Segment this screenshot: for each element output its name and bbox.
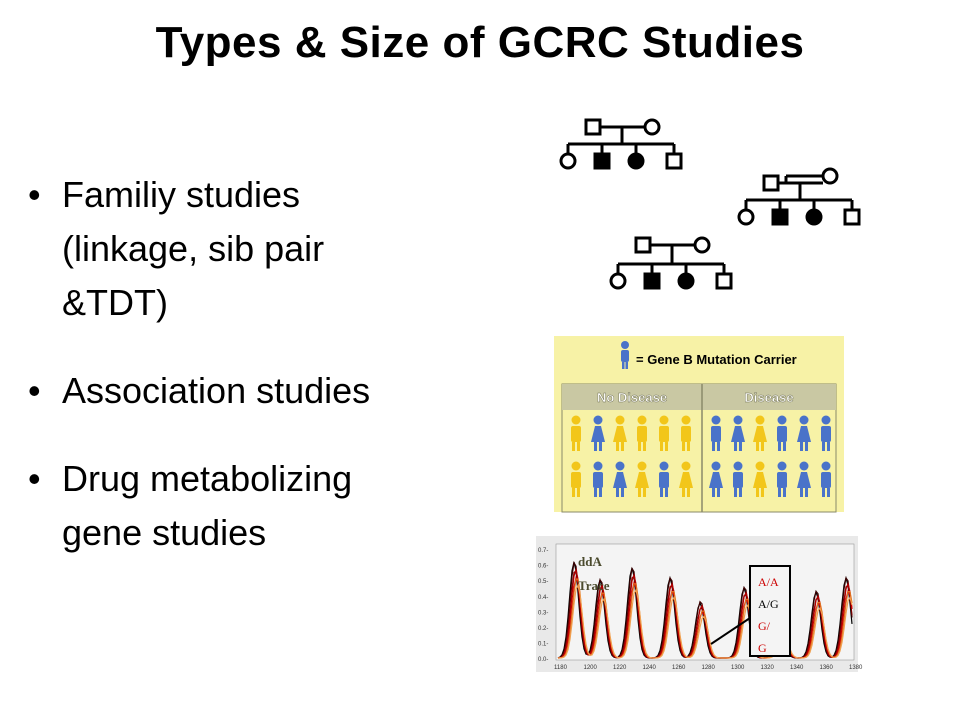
y-tick-labels: 0.7- 0.6- 0.5- 0.4- 0.3- 0.2- 0.1- 0.0- (538, 548, 548, 663)
x-tick-label: 1380 (849, 665, 863, 671)
dda-trace-plot: 0.7- 0.6- 0.5- 0.4- 0.3- 0.2- 0.1- 0.0- 1180 120… (536, 536, 863, 672)
person-icon (753, 415, 767, 451)
person-icon (635, 461, 649, 497)
y-tick-label: 0.5- (538, 579, 548, 585)
y-tick-label: 0.1- (538, 642, 548, 648)
genotype-box (749, 565, 791, 657)
person-icon (659, 461, 669, 497)
pedigree-3 (609, 236, 733, 290)
bullet-list: Familiy studies (linkage, sib pair &TDT)… (28, 168, 498, 594)
person-icon (593, 461, 603, 497)
person-icon (659, 415, 669, 451)
y-tick-label: 0.0- (538, 657, 548, 663)
col-no-disease: No Disease (597, 390, 667, 405)
y-tick-label: 0.4- (538, 595, 548, 601)
bullet-3-line-1: Drug metabolizing (62, 458, 353, 499)
trace-svg: 0.7- 0.6- 0.5- 0.4- 0.3- 0.2- 0.1- 0.0- 1180 120… (538, 543, 863, 671)
person-icon (733, 461, 743, 497)
person-icon (797, 461, 811, 497)
col-disease: Disease (744, 390, 793, 405)
genotype-g: G (758, 641, 767, 655)
y-tick-label: 0.7- (538, 548, 548, 554)
legend-text: = Gene B Mutation Carrier (636, 352, 797, 367)
association-figure-svg: = Gene B Mutation Carrier No Disease Dis… (561, 341, 837, 513)
x-tick-labels: 1180 1200 1220 1240 1260 1280 1300 1320 1340 1360… (554, 665, 863, 671)
person-icon (731, 415, 745, 451)
person-icon (777, 415, 787, 451)
person-icon (571, 415, 581, 451)
bullet-drug-metabolizing: Drug metabolizing gene studies (28, 452, 498, 560)
pedigree-diagrams (559, 118, 861, 290)
slide-title: Types & Size of GCRC Studies (155, 18, 805, 67)
y-tick-label: 0.6- (538, 564, 548, 570)
people-grid (571, 415, 831, 497)
y-tick-label: 0.3- (538, 610, 548, 616)
person-icon (797, 415, 811, 451)
x-tick-label: 1300 (731, 665, 745, 671)
genotype-pointer (710, 617, 751, 645)
person-icon (637, 415, 647, 451)
x-tick-label: 1360 (820, 665, 834, 671)
x-tick-label: 1220 (613, 665, 627, 671)
person-icon (571, 461, 581, 497)
person-icon (753, 461, 767, 497)
label-trace: Trace (578, 578, 610, 593)
bullet-family-studies: Familiy studies (linkage, sib pair &TDT) (28, 168, 498, 330)
x-tick-label: 1340 (790, 665, 804, 671)
label-dda: ddA (578, 554, 602, 569)
person-icon (679, 461, 693, 497)
x-tick-label: 1180 (554, 665, 568, 671)
trace-lines (557, 560, 853, 659)
carrier-legend-icon (621, 341, 629, 369)
person-icon (821, 461, 831, 497)
person-icon (613, 415, 627, 451)
bullet-3-line-2: gene studies (62, 512, 267, 553)
person-icon (709, 461, 723, 497)
person-icon (821, 415, 831, 451)
person-icon (777, 461, 787, 497)
y-tick-label: 0.2- (538, 626, 548, 632)
trace-line (558, 583, 853, 659)
bullet-1-line-1: Familiy studies (62, 174, 301, 215)
person-icon (711, 415, 721, 451)
pedigree-1 (559, 118, 683, 170)
x-tick-label: 1280 (702, 665, 716, 671)
pedigree-2 (737, 167, 861, 226)
x-tick-label: 1200 (584, 665, 598, 671)
genotype-g-slash: G/ (758, 619, 771, 633)
bullet-2-line-1: Association studies (62, 370, 371, 411)
person-icon (591, 415, 605, 451)
x-tick-label: 1240 (643, 665, 657, 671)
x-tick-label: 1320 (761, 665, 775, 671)
person-icon (681, 415, 691, 451)
bullet-1-line-2: (linkage, sib pair (62, 228, 325, 269)
bullet-1-line-3: &TDT) (62, 282, 168, 323)
person-icon (613, 461, 627, 497)
genotype-aa: A/A (758, 575, 779, 589)
x-tick-label: 1260 (672, 665, 686, 671)
genotype-ag: A/G (758, 597, 779, 611)
bullet-association-studies: Association studies (28, 364, 498, 418)
association-illustration: = Gene B Mutation Carrier No Disease Dis… (554, 336, 844, 513)
